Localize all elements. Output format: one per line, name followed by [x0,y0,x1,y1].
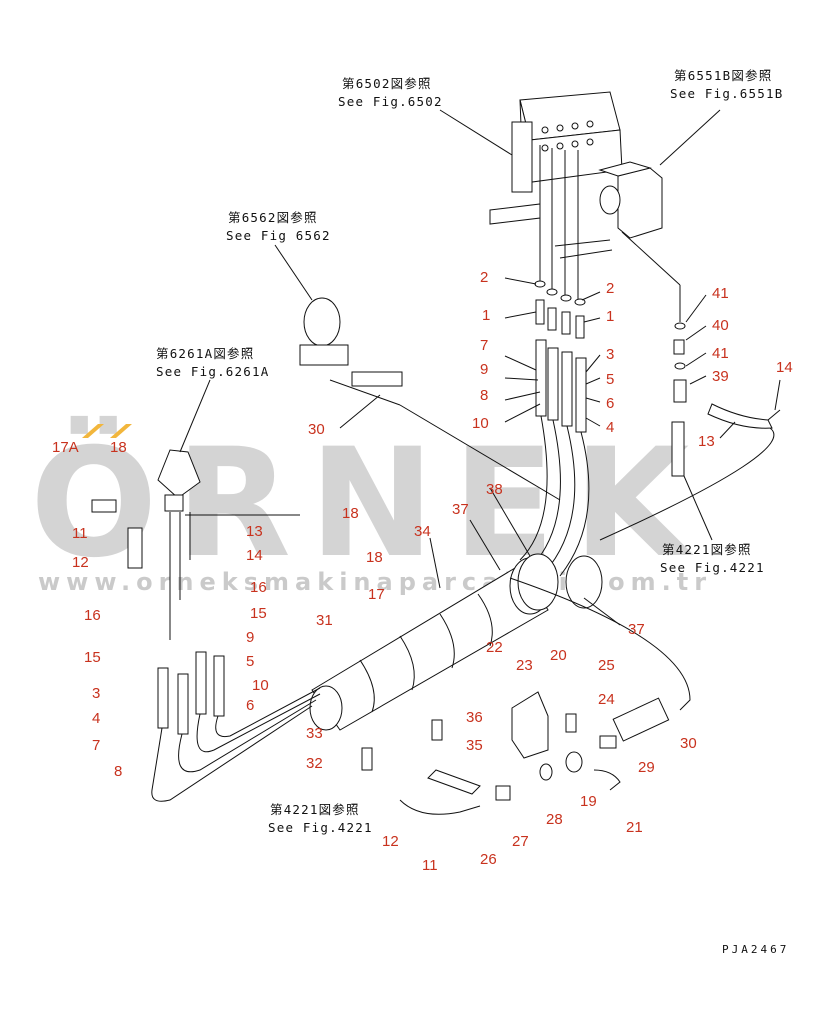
watermark: ÖRNEK www.orneksmakinaparcalari.com.tr [30,415,706,596]
part-label: 15 [250,605,267,622]
part-label: 3 [92,685,100,702]
right-fittings [599,322,781,541]
part-label: 28 [546,811,563,828]
fig6551b-reference-en: See Fig.6551B [670,86,783,101]
part-label: 13 [246,523,263,540]
part-label: 8 [480,387,488,404]
fig6562-reference-en: See Fig 6562 [226,228,331,243]
part-label: 11 [72,525,88,542]
part-label: 1 [606,308,614,325]
watermark-accent-mark [110,424,132,438]
part-label: 3 [606,346,614,363]
part-label: 39 [712,368,729,385]
part-label: 19 [580,793,597,810]
part-label: 10 [252,677,269,694]
part-label: 29 [638,759,655,776]
part-label: 37 [452,501,469,518]
fig4221-bottom-reference-jp: 第4221図参照 [270,802,360,817]
part-numbers: 2 2 1 1 7 3 9 5 8 6 10 4 41 40 41 39 14 … [52,269,793,874]
part-label: 13 [698,433,715,450]
fig4221-reference-jp: 第4221図参照 [662,542,752,557]
boom-pipe [309,553,691,731]
part-label: 14 [246,547,263,564]
part-label: 22 [486,639,503,656]
part-label: 4 [92,710,100,727]
part-label: 30 [680,735,697,752]
part-label: 7 [480,337,488,354]
part-label: 12 [382,833,399,850]
part-label: 17 [368,586,385,603]
part-label: 8 [114,763,122,780]
watermark-accent-mark [82,424,104,438]
part-label: 2 [480,269,488,286]
part-label: 9 [480,361,488,378]
part-label: 41 [712,285,729,302]
part-label: 6 [606,395,614,412]
part-label: 25 [598,657,615,674]
part-label: 20 [550,647,567,664]
part-label: 34 [414,523,431,540]
part-label: 6 [246,697,254,714]
part-label: 27 [512,833,529,850]
fig6562-reference-jp: 第6562図参照 [228,210,318,225]
part-label: 18 [366,549,383,566]
fig4221-reference-en: See Fig.4221 [660,560,765,575]
drawing-code: PJA2467 [722,943,789,956]
part-label: 26 [480,851,497,868]
part-label: 41 [712,345,729,362]
part-label: 40 [712,317,729,334]
part-label: 18 [342,505,359,522]
part-label: 24 [598,691,615,708]
part-label: 36 [466,709,483,726]
part-label: 9 [246,629,254,646]
part-label: 5 [246,653,254,670]
valve-ports [541,120,594,152]
part-label: 23 [516,657,533,674]
fig6261a-reference-jp: 第6261A図参照 [156,346,254,361]
left-lower-fittings [151,651,321,802]
part-label: 7 [92,737,100,754]
fig4221-bottom-reference-en: See Fig.4221 [268,820,373,835]
left-lever-assembly [91,449,300,640]
fig6261a-reference-en: See Fig.6261A [156,364,269,379]
part-label: 18 [110,439,127,456]
part-label: 10 [472,415,489,432]
part-label: 1 [482,307,490,324]
bracket-assembly [361,691,670,815]
part-label: 14 [776,359,793,376]
fig6502-reference-en: See Fig.6502 [338,94,443,109]
part-label: 32 [306,755,323,772]
part-label: 11 [422,857,438,874]
fig6551b-reference-jp: 第6551B図参照 [674,68,772,83]
valve-block-6551b [598,161,681,322]
part-label: 15 [84,649,101,666]
part-label: 30 [308,421,325,438]
part-label: 4 [606,419,614,436]
part-label: 16 [250,579,267,596]
part-label: 21 [626,819,643,836]
part-label: 16 [84,607,101,624]
top-right-fittings [534,280,587,433]
part-label: 35 [466,737,483,754]
leader-lines [179,109,781,626]
part-label: 17A [52,439,79,456]
part-label: 12 [72,554,89,571]
part-label: 31 [316,612,333,629]
part-label: 37 [628,621,645,638]
part-label: 2 [606,280,614,297]
part-label: 33 [306,725,323,742]
fig6502-reference-jp: 第6502図参照 [342,76,432,91]
ppc-lever [299,297,403,387]
part-label: 38 [486,481,503,498]
part-label: 5 [606,371,614,388]
control-valve [489,91,623,300]
